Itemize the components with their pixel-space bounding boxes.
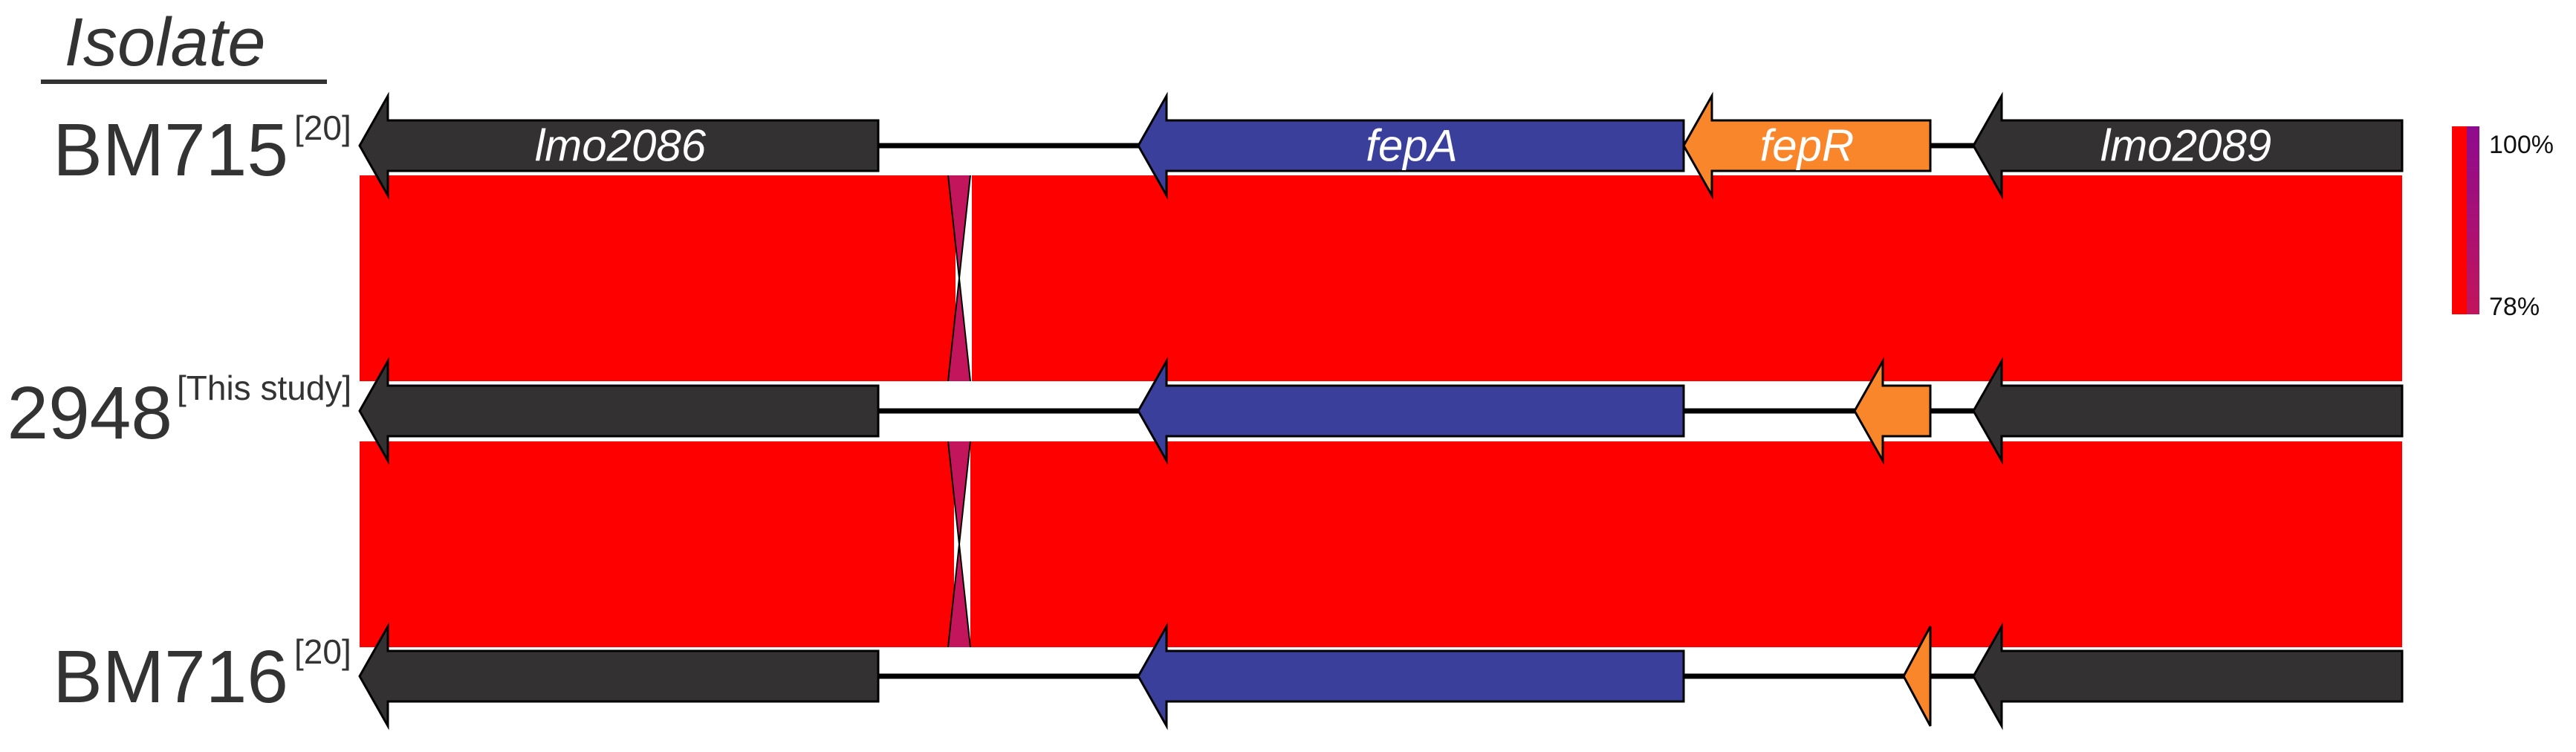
isolate-name: 2948: [7, 372, 172, 455]
gene-arrow-lmo2086: [358, 357, 880, 465]
isolate-column-title: Isolate: [64, 4, 265, 80]
gene-label-lmo2089: lmo2089: [2100, 121, 2271, 171]
gene-arrow-fepa: [1137, 357, 1685, 465]
identity-band-2948-bm716: [360, 441, 2402, 648]
isolate-name: BM715: [53, 108, 288, 192]
isolate-ref-bm715: [20]: [294, 108, 351, 147]
isolate-label-2948: 2948: [7, 372, 172, 455]
gene-label-fepa: fepA: [1366, 121, 1457, 171]
scale-max-label: 100%: [2489, 131, 2554, 159]
gene-arrow-lmo2089: [1972, 357, 2404, 465]
gene-label-fepr: fepR: [1760, 121, 1855, 171]
gene-arrow-fepr-truncated: [1902, 626, 1932, 727]
track-bm715: lmo2086 fepA fepR lmo2089: [358, 91, 2404, 200]
identity-color-scale: 100% 78%: [2452, 126, 2554, 321]
identity-block-left: [360, 175, 956, 381]
gene-arrow-fepr: [1853, 357, 1932, 465]
track-bm716: [358, 622, 2404, 730]
isolate-name: BM716: [53, 635, 288, 719]
gene-arrow-lmo2086: [358, 622, 880, 730]
gene-label-lmo2086: lmo2086: [535, 121, 707, 171]
gene-arrow-fepa: [1137, 622, 1685, 730]
scale-bar-red: [2452, 126, 2467, 314]
scale-bar-gradient: [2467, 126, 2479, 314]
isolate-label-bm715: BM715: [53, 108, 288, 192]
crossover-line: [947, 441, 971, 648]
scale-min-label: 78%: [2489, 293, 2540, 321]
identity-block-right: [972, 175, 2402, 381]
gene-arrow-lmo2089: [1972, 91, 2404, 200]
isolate-label-bm716: BM716: [53, 635, 288, 719]
identity-band-bm715-2948: [360, 175, 2402, 382]
identity-block-right: [970, 441, 2402, 647]
gene-arrow-lmo2086: [358, 91, 880, 200]
gene-arrow-fepr: [1682, 91, 1932, 200]
gene-arrow-lmo2089: [1972, 622, 2404, 730]
crossover-line: [947, 175, 971, 382]
identity-block-left: [360, 441, 954, 647]
track-2948: [358, 357, 2404, 465]
isolate-ref-2948: [This study]: [177, 369, 351, 407]
isolate-ref-bm716: [20]: [294, 632, 351, 671]
